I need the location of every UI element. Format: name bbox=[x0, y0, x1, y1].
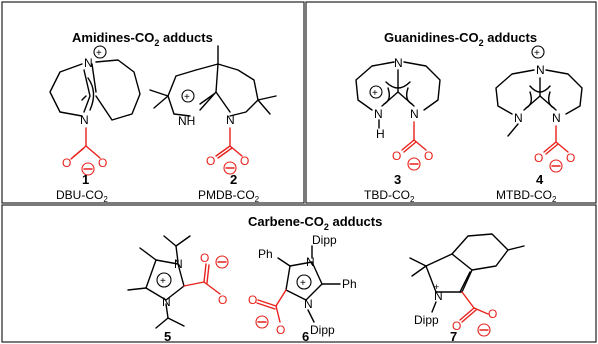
compound-2-o-right: O bbox=[240, 154, 249, 168]
compound-1-o-right: O bbox=[98, 156, 107, 170]
compound-5-plus: + bbox=[160, 276, 166, 287]
compound-1-number: 1 bbox=[82, 172, 89, 187]
compound-2-name: PMDB-CO2 bbox=[198, 188, 260, 204]
compound-1-n-bottom: N bbox=[80, 113, 89, 127]
compound-4-name: MTBD-CO2 bbox=[496, 188, 557, 204]
compound-6-number: 6 bbox=[302, 329, 309, 344]
compound-3-o-right: O bbox=[424, 149, 433, 163]
compound-3-number: 3 bbox=[394, 172, 401, 187]
compound-3-o-left: O bbox=[392, 149, 401, 163]
compound-4-n-right: N bbox=[552, 111, 561, 125]
compound-1-name: DBU-CO2 bbox=[56, 188, 108, 204]
compound-3-h: H bbox=[376, 127, 385, 141]
guanidines-panel-frame bbox=[305, 1, 597, 204]
compound-6-n-top: N bbox=[306, 255, 315, 269]
compound-3-n-top: N bbox=[394, 56, 403, 70]
compound-2-o-left: O bbox=[206, 154, 215, 168]
compound-5-o-bottom: O bbox=[218, 293, 227, 307]
compound-3-name: TBD-CO2 bbox=[364, 188, 415, 204]
compound-3-plus: + bbox=[372, 88, 378, 99]
compound-2-plus: + bbox=[184, 92, 190, 103]
compound-3-n-right: N bbox=[410, 107, 419, 121]
compound-4-o-left: O bbox=[534, 151, 543, 165]
amidines-panel-title: Amidines-CO2 adducts bbox=[72, 30, 213, 48]
carbenes-panel-frame bbox=[1, 204, 597, 343]
compound-2-n: N bbox=[226, 113, 235, 127]
compound-3-structure: N + N H N O O bbox=[355, 56, 441, 171]
compound-7-structure: N + Dipp O O bbox=[409, 233, 525, 337]
compound-5-number: 5 bbox=[164, 329, 171, 344]
compound-7-n: N bbox=[434, 289, 443, 303]
compound-6-ph-right: Ph bbox=[342, 277, 357, 291]
compound-6-structure: + N N Dipp Dipp Ph Ph O O bbox=[248, 233, 357, 337]
compound-5-n-top: N bbox=[174, 257, 183, 271]
compound-1-n-top: N bbox=[84, 56, 93, 70]
compound-7-dipp: Dipp bbox=[414, 313, 439, 327]
compound-2-nh: NH bbox=[178, 114, 195, 128]
compound-2-structure: NH N + O O bbox=[149, 45, 277, 175]
compound-2-number: 2 bbox=[230, 172, 237, 187]
compound-6-o-bottom: O bbox=[276, 323, 285, 337]
compound-5-n-bottom: N bbox=[162, 295, 171, 309]
compound-7-plus: + bbox=[434, 282, 439, 292]
compound-4-n-left: N bbox=[514, 111, 523, 125]
compound-7-o-right: O bbox=[488, 307, 497, 321]
compound-5-structure: + N N O O bbox=[127, 235, 229, 329]
compound-4-structure: N + N N O O bbox=[495, 45, 583, 173]
carbenes-panel-title: Carbene-CO2 adducts bbox=[248, 214, 382, 232]
compound-7-o-bottom: O bbox=[452, 319, 461, 333]
compound-1-plus: + bbox=[96, 48, 102, 59]
compound-6-o-left: O bbox=[248, 293, 257, 307]
compound-5-o-top: O bbox=[200, 251, 209, 265]
compound-1-o-left: O bbox=[62, 156, 71, 170]
compound-6-ph-left: Ph bbox=[258, 247, 273, 261]
compound-7-number: 7 bbox=[450, 329, 457, 344]
compound-3-n-left: N bbox=[374, 107, 383, 121]
compound-6-dipp-bottom: Dipp bbox=[310, 323, 335, 337]
compound-1-structure: N + N O O bbox=[49, 45, 141, 176]
guanidines-panel-title: Guanidines-CO2 adducts bbox=[384, 30, 537, 48]
amidines-panel-frame bbox=[1, 1, 305, 204]
compound-4-number: 4 bbox=[536, 172, 544, 187]
compound-6-n-bottom: N bbox=[304, 297, 313, 311]
compound-6-dipp-top: Dipp bbox=[312, 233, 337, 247]
compound-6-plus: + bbox=[300, 278, 306, 289]
compound-4-n-top: N bbox=[536, 63, 545, 77]
compound-4-o-right: O bbox=[566, 151, 575, 165]
compound-4-plus: + bbox=[534, 48, 540, 59]
